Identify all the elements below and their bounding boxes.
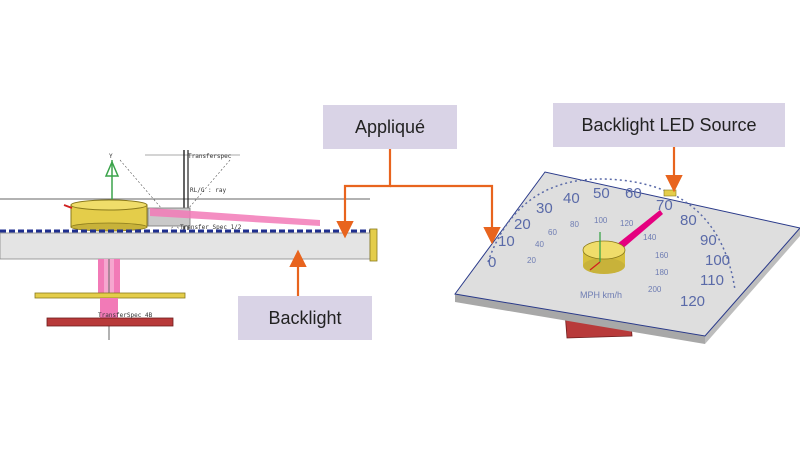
- lower-cad-label: TransferSpec 4B: [98, 312, 153, 319]
- top-cad-label: Transferspec: [188, 153, 232, 160]
- led-source: [664, 190, 676, 196]
- applique-arrow-left: [345, 149, 390, 234]
- applique-callout: Appliqué: [323, 105, 457, 149]
- tick-label: 140: [643, 233, 657, 242]
- tick-label: 180: [655, 268, 669, 277]
- tick-label: 100: [705, 252, 730, 269]
- gauge-hub-top: [583, 241, 625, 259]
- hub-top: [71, 200, 147, 210]
- tick-label: 60: [548, 228, 557, 237]
- tick-label: 200: [648, 285, 662, 294]
- tick-label: 110: [700, 272, 724, 289]
- dial-unit-label: MPH km/h: [580, 290, 622, 300]
- backlight-callout-label: Backlight: [268, 308, 341, 329]
- tick-label: 160: [655, 251, 669, 260]
- tick-label: 60: [625, 185, 642, 202]
- tick-label: 80: [680, 212, 697, 229]
- tick-label: 120: [680, 293, 705, 310]
- tick-label: 40: [535, 240, 544, 249]
- tick-label: 50: [593, 185, 610, 202]
- base-plate: [47, 318, 173, 326]
- axis-y-label: Y: [109, 153, 113, 160]
- applique-callout-label: Appliqué: [355, 117, 425, 138]
- backlight-plate: [0, 233, 370, 259]
- tick-label: 90: [700, 232, 717, 249]
- tick-label: 20: [527, 256, 536, 265]
- applique-arrow-right: [390, 186, 492, 240]
- led-source-callout: Backlight LED Source: [553, 103, 785, 147]
- backlight-callout: Backlight: [238, 296, 372, 340]
- gauge-3d-view: 0 10 20 30 40 50 60 70 80 90 100 110 120…: [455, 172, 800, 344]
- tick-label: 10: [498, 233, 515, 250]
- lower-disk: [35, 293, 185, 298]
- led-source-side: [370, 229, 377, 261]
- tick-label: 80: [570, 220, 579, 229]
- tick-label: 20: [514, 216, 531, 233]
- led-source-callout-label: Backlight LED Source: [581, 115, 756, 136]
- gauge-hub-bottom: [583, 258, 625, 274]
- tick-label: 40: [563, 190, 580, 207]
- ray-cad-label: RL/G : ray: [190, 187, 227, 194]
- tick-label: 30: [536, 200, 553, 217]
- tick-label: 100: [594, 216, 608, 225]
- tick-label: 120: [620, 219, 634, 228]
- tick-label: 0: [488, 254, 496, 271]
